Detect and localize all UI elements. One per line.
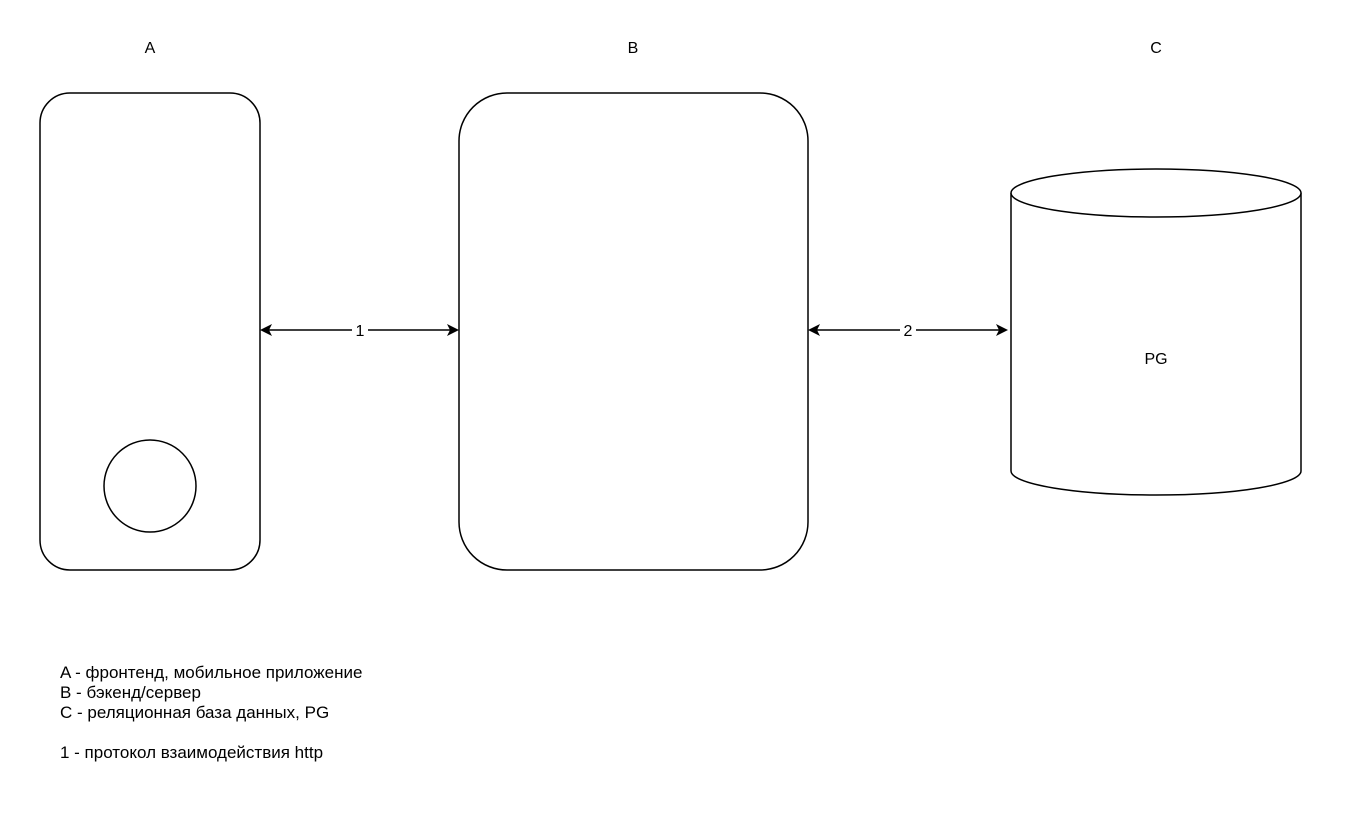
edge-2-label: 2 xyxy=(904,323,913,340)
node-b-server-box xyxy=(458,92,809,571)
edge-2-label-bg xyxy=(900,320,916,340)
legend-item-b: B - бэкенд/сервер xyxy=(60,683,201,702)
edge-1-label: 1 xyxy=(356,323,365,340)
node-c-inner-label: PG xyxy=(1144,351,1167,368)
legend-item-1: 1 - протокол взаимодействия http xyxy=(60,743,324,762)
legend-spacer xyxy=(60,723,362,743)
node-c-title: C xyxy=(1150,40,1162,57)
edge-1: 1 xyxy=(260,320,459,340)
node-a-mobile-device xyxy=(39,92,261,571)
node-c-database-cylinder: PG xyxy=(1010,168,1302,496)
legend-item-c: C - реляционная база данных, PG xyxy=(60,703,330,722)
legend-item-a: A - фронтенд, мобильное приложение xyxy=(60,663,363,682)
mobile-home-button xyxy=(103,439,197,533)
cylinder-body xyxy=(1010,193,1302,496)
node-b-title: B xyxy=(628,40,639,57)
edge-1-label-bg xyxy=(352,320,368,340)
edge-2: 2 xyxy=(808,320,1008,340)
cylinder-top xyxy=(1010,168,1302,218)
node-a-title: A xyxy=(145,40,156,57)
legend: A - фронтенд, мобильное приложение B - б… xyxy=(60,663,362,763)
